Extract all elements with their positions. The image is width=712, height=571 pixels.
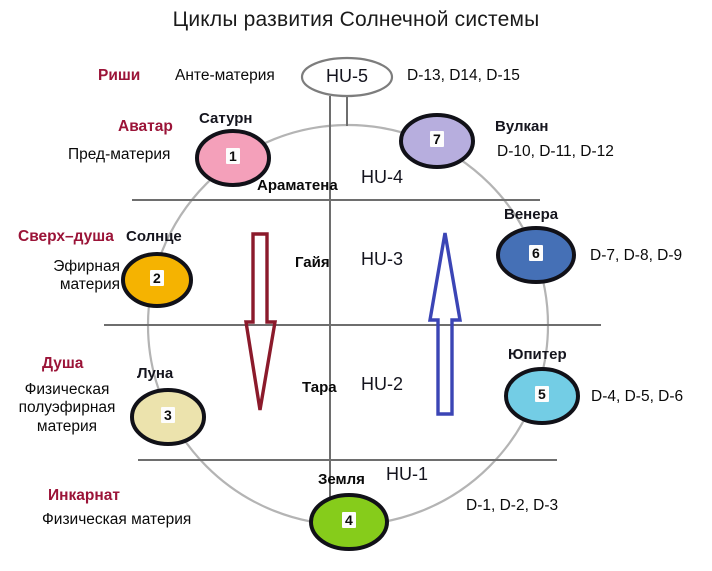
planet-node-number-4: 4 xyxy=(342,512,356,528)
ring-name-tara: Тара xyxy=(302,379,337,396)
dimensions-label-d1-d3: D-1, D-2, D-3 xyxy=(466,497,559,514)
planet-node-number-6: 6 xyxy=(529,245,543,261)
descending-arrow xyxy=(244,232,278,411)
ring-name-aramatena: Араматена xyxy=(257,177,338,194)
hu-label-hu2: HU-2 xyxy=(361,374,404,394)
hu-label-hu3: HU-3 xyxy=(361,249,404,269)
dimensions-label-d4-d6: D-4, D-5, D-6 xyxy=(591,388,684,405)
stage-label-soul: Душа xyxy=(42,355,84,372)
page-title: Циклы развития Солнечной системы xyxy=(172,8,540,31)
planet-label-moon: Луна xyxy=(137,365,174,382)
planet-node-number-2: 2 xyxy=(150,270,164,286)
ring-name-gaia: Гайя xyxy=(295,254,330,271)
stage-label-avatar: Аватар xyxy=(118,118,173,135)
stage-label-incarnate: Инкарнат xyxy=(48,487,120,504)
planet-label-venus: Венера xyxy=(504,206,559,223)
planet-label-vulcan: Вулкан xyxy=(495,118,549,135)
dimensions-label-d13-d15: D-13, D14, D-15 xyxy=(407,67,520,84)
ring-name-earth: Земля xyxy=(318,471,365,488)
hu5-label: HU-5 xyxy=(325,66,368,86)
matter-label-physical-matter: Физическая материя xyxy=(42,511,192,528)
hu5-marker-ellipse xyxy=(300,56,394,98)
stage-label-rishi: Риши xyxy=(98,67,141,84)
planet-node-number-3: 3 xyxy=(161,407,175,423)
planet-label-saturn: Сатурн xyxy=(199,110,253,127)
planet-label-sun: Солнце xyxy=(126,228,182,245)
planet-label-jupiter: Юпитер xyxy=(508,346,567,363)
dimensions-label-d7-d9: D-7, D-8, D-9 xyxy=(590,247,683,264)
planet-node-number-1: 1 xyxy=(226,148,240,164)
ascending-arrow xyxy=(427,232,463,416)
planet-node-number-7: 7 xyxy=(430,131,444,147)
matter-label-pre-matter: Пред-материя xyxy=(68,146,171,163)
hu-label-hu1: HU-1 xyxy=(386,464,429,484)
hu-label-hu4: HU-4 xyxy=(361,167,404,187)
stage-label-oversoul: Сверх–душа xyxy=(18,228,114,245)
planet-node-number-5: 5 xyxy=(535,386,549,402)
matter-label-ante-matter: Анте-материя xyxy=(175,67,275,84)
dimensions-label-d10-d12: D-10, D-11, D-12 xyxy=(497,143,614,160)
